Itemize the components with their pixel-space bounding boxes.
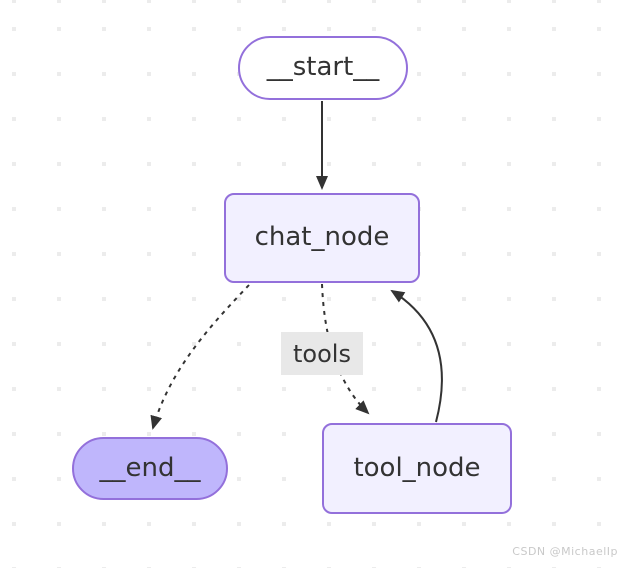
node-tool-node-label: tool_node <box>353 452 481 483</box>
node-chat-node-label: chat_node <box>254 222 390 253</box>
node-chat-node: chat_node <box>224 193 420 283</box>
node-start-label: __start__ <box>266 52 380 83</box>
node-start: __start__ <box>238 36 408 100</box>
node-tool-node: tool_node <box>322 423 512 514</box>
edge-tool-to-chat <box>390 289 443 423</box>
edge-label-tools: tools <box>281 332 363 375</box>
edge-chat-to-end <box>150 284 250 430</box>
node-end: __end__ <box>72 437 228 500</box>
edge-label-tools-text: tools <box>293 339 351 368</box>
node-end-label: __end__ <box>99 452 201 483</box>
watermark: CSDN @MichaelIp <box>512 545 618 558</box>
